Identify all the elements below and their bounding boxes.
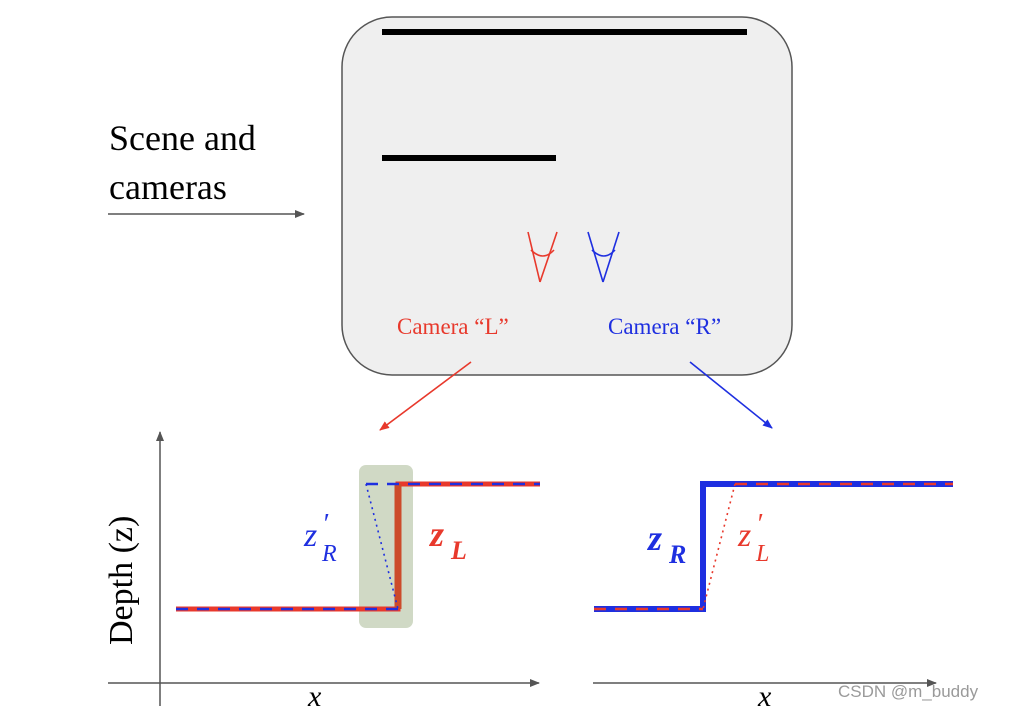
right-plot-x-label: x bbox=[757, 680, 772, 712]
arrow-camera-right-to-plot bbox=[689, 361, 773, 429]
y-axis-label: Depth (z) bbox=[103, 516, 140, 645]
left-plot-x-label: x bbox=[307, 680, 322, 712]
z-l-prime-sub: L bbox=[755, 541, 769, 567]
z-r-prime-mark: ′ bbox=[322, 509, 329, 540]
camera-right-icon bbox=[587, 231, 620, 283]
z-r-base: z bbox=[646, 518, 662, 558]
arrow-camera-left-to-plot bbox=[379, 361, 472, 431]
z-l-prime-base: z bbox=[737, 517, 751, 554]
scene-label-line2: cameras bbox=[109, 167, 227, 207]
camera-left-icon bbox=[527, 231, 558, 283]
z-l-prime-mark: ′ bbox=[756, 509, 763, 540]
z-r-sub: R bbox=[668, 540, 686, 569]
occlusion-highlight bbox=[359, 465, 413, 628]
left-plot-z-l-curve bbox=[176, 481, 540, 612]
right-plot-z-l-prime-label: z ′ L bbox=[737, 509, 769, 567]
left-plot-z-r-prime-label: z ′ R bbox=[303, 509, 337, 567]
camera-left-label: Camera “L” bbox=[397, 314, 509, 339]
z-l-sub: L bbox=[450, 536, 467, 565]
watermark: CSDN @m_buddy bbox=[838, 682, 979, 701]
right-plot-z-l-prime-interp bbox=[702, 483, 736, 610]
z-r-prime-sub: R bbox=[321, 541, 337, 567]
z-l-base: z bbox=[428, 514, 444, 554]
left-plot-z-l-label: z L bbox=[428, 514, 467, 565]
scene-box bbox=[341, 16, 793, 376]
scene-label-line1: Scene and bbox=[109, 118, 256, 158]
z-r-prime-base: z bbox=[303, 517, 317, 554]
camera-right-label: Camera “R” bbox=[608, 314, 721, 339]
right-plot-z-r-label: z R bbox=[646, 518, 686, 569]
